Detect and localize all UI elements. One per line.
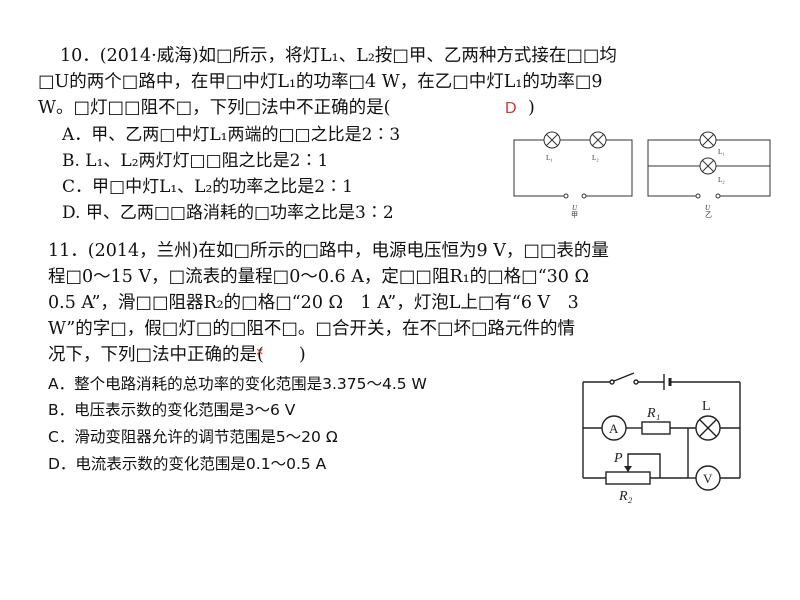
q11-r2-label: R₂: [618, 489, 633, 504]
q11-ammeter-label: A: [609, 421, 619, 436]
q11-line-3: 0.5 A”，滑□□阻器R₂的□格□“20 Ω 1 A”，灯泡L上□有“6 V …: [48, 293, 579, 313]
q11-option-a: A．整个电路消耗的总功率的变化范围是3.375～4.5 W: [48, 375, 427, 393]
q10-line-1: 10．(2014·威海)如□所示，将灯L₁、L₂按□甲、乙两种方式接在□□均: [60, 46, 617, 66]
q11-line-1: 11．(2014，兰州)在如□所示的□路中，电源电压恒为9 V，□□表的量: [48, 241, 609, 261]
q10-right-caption: 乙: [705, 211, 712, 218]
q11-voltmeter-label: V: [703, 471, 713, 486]
q10-right-lamp2-label: L₂: [718, 176, 725, 184]
q10-option-c: C．甲□中灯L₁、L₂的功率之比是2∶1: [62, 177, 353, 197]
q11-r1-label: R₁: [646, 406, 660, 421]
q10-line-3: W。□灯□□阻不□，下列□法中不正确的是(: [38, 98, 391, 118]
q10-option-a: A．甲、乙两□中灯L₁两端的□□之比是2∶3: [62, 125, 401, 145]
q11-option-b: B．电压表示数的变化范围是3～6 V: [48, 401, 296, 419]
q10-line-2: □U的两个□路中，在甲□中灯L₁的功率□4 W，在乙□中灯L₁的功率□9: [38, 72, 603, 92]
q10-right-source-label: U: [705, 204, 711, 212]
q11-line-5: 况下，下列□法中正确的是( ): [48, 345, 306, 365]
q11-option-d: D．电流表示数的变化范围是0.1～0.5 A: [48, 455, 327, 473]
q10-left-lamp1-label: L₁: [546, 154, 553, 162]
q10-option-d: D. 甲、乙两□□路消耗的□功率之比是3∶2: [62, 203, 394, 223]
q10-option-b: B. L₁、L₂两灯灯□□阻之比是2∶1: [62, 151, 329, 171]
q11-mark: ×: [256, 344, 264, 359]
q11-option-c: C．滑动变阻器允许的调节范围是5～20 Ω: [48, 428, 338, 446]
q11-slider-label: P: [613, 451, 623, 466]
q10-left-caption: 甲: [571, 211, 578, 218]
q11-line-4: W”的字□，假□灯□的□阻不□。□合开关，在不□坏□路元件的情: [48, 319, 576, 339]
q10-left-source-label: U: [572, 204, 578, 212]
q10-circuit-diagram: L₁ L₂ U 甲 L₁ L₂ U 乙: [513, 131, 771, 218]
q10-line-3-close: ): [528, 98, 535, 118]
q10-left-lamp2-label: L₂: [592, 154, 599, 162]
q10-answer: D: [505, 100, 517, 117]
q10-right-lamp1-label: L₁: [718, 148, 725, 156]
q11-circuit-diagram: A R₁ L P R₂ V: [582, 372, 741, 504]
q11-line-2: 程□0～15 V，□流表的量程□0～0.6 A，定□□阻R₁的□格□“30 Ω: [48, 267, 589, 287]
q11-lamp-label: L: [702, 399, 711, 414]
